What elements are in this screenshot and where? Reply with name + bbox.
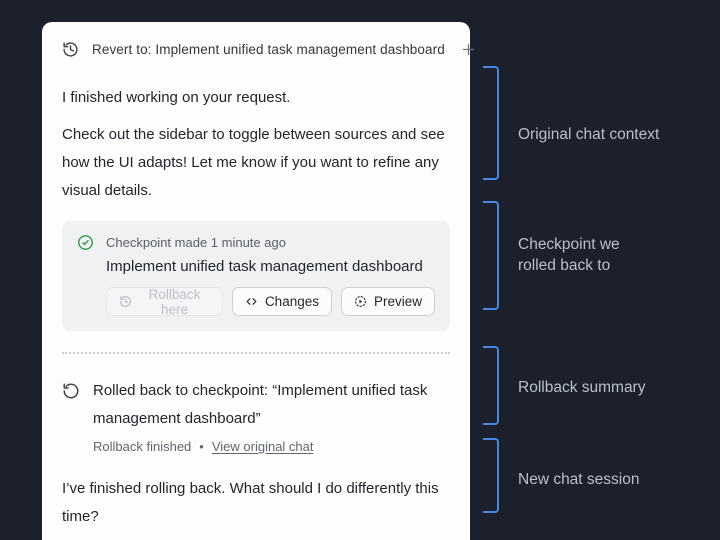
assistant-message-2: Check out the sidebar to toggle between …	[62, 126, 445, 199]
rollback-summary: Rolled back to checkpoint: “Implement un…	[62, 377, 450, 454]
checkpoint-card: Checkpoint made 1 minute ago Implement u…	[62, 221, 450, 331]
meta-separator-dot: •	[199, 439, 204, 454]
new-chat-plus-button[interactable]	[458, 39, 479, 60]
preview-label: Preview	[373, 294, 422, 309]
changes-button[interactable]: Changes	[231, 287, 332, 316]
assistant-message-1: I finished working on your request.	[62, 89, 291, 106]
rollback-here-label: Rollback here	[148, 286, 201, 317]
history-icon	[119, 295, 132, 308]
code-icon	[245, 295, 258, 308]
rollback-summary-body: Rolled back to checkpoint: “Implement un…	[93, 377, 451, 454]
annotation-bracket-original-context	[483, 66, 499, 180]
checkpoint-actions: Rollback here Changes Preview	[106, 286, 435, 317]
changes-label: Changes	[264, 294, 319, 309]
checkpoint-title: Implement unified task management dashbo…	[106, 258, 423, 275]
check-circle-icon	[77, 234, 94, 251]
rollback-summary-text: Rolled back to checkpoint: “Implement un…	[93, 382, 428, 427]
preview-button[interactable]: Preview	[340, 287, 435, 316]
annotation-bracket-rollback-summary	[483, 346, 499, 425]
preview-play-icon	[354, 295, 367, 308]
rollback-meta-row: Rollback finished • View original chat	[93, 439, 451, 454]
rotate-ccw-icon	[62, 382, 80, 400]
checkpoint-status-text: Checkpoint made 1 minute ago	[106, 235, 286, 250]
rollback-finished-status: Rollback finished	[93, 439, 192, 454]
dotted-divider	[62, 352, 450, 354]
annotation-label-new-chat: New chat session	[518, 471, 640, 488]
view-original-chat-link[interactable]: View original chat	[211, 439, 314, 454]
annotation-label-rollback-summary: Rollback summary	[518, 379, 646, 396]
chat-panel: Revert to: Implement unified task manage…	[42, 22, 474, 540]
checkpoint-status-row: Checkpoint made 1 minute ago	[77, 234, 435, 251]
plus-icon	[460, 41, 477, 58]
annotation-label-checkpoint: Checkpoint we rolled back to	[518, 236, 620, 274]
annotation-bracket-checkpoint	[483, 201, 499, 310]
rollback-here-button[interactable]: Rollback here	[106, 286, 223, 317]
annotation-bracket-new-chat	[483, 438, 499, 513]
annotation-label-original-context: Original chat context	[518, 126, 660, 143]
assistant-closing-message: I’ve finished rolling back. What should …	[62, 480, 439, 525]
history-icon	[62, 41, 79, 58]
revert-header-title: Revert to: Implement unified task manage…	[92, 42, 445, 57]
panel-header: Revert to: Implement unified task manage…	[62, 22, 474, 64]
